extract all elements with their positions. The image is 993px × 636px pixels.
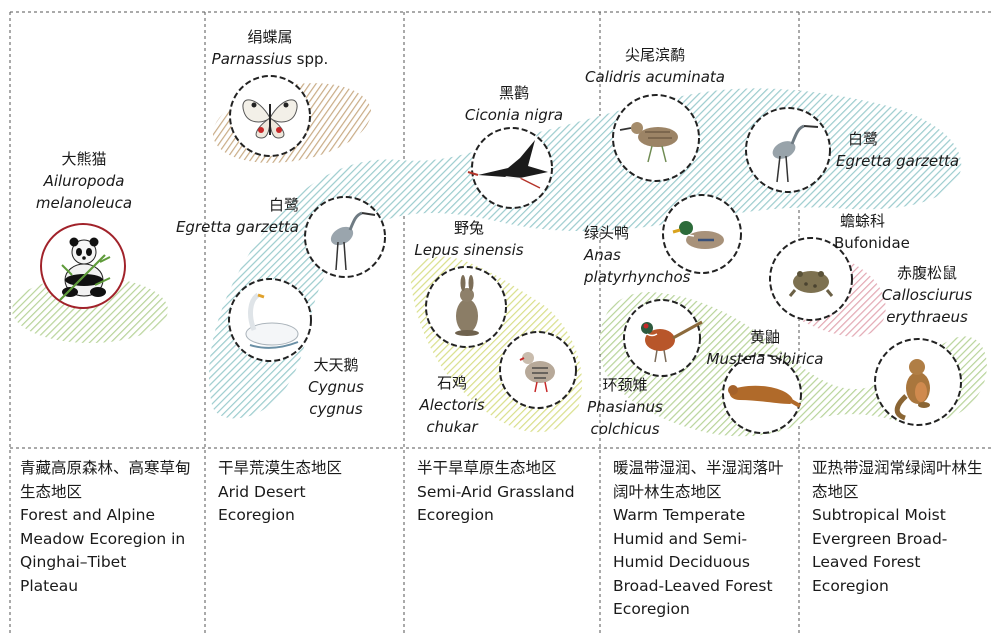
scientific-name: Egretta garzetta <box>836 150 984 172</box>
common-name: 绿头鸭 <box>584 222 656 244</box>
common-name: 赤腹松鼠 <box>872 262 982 284</box>
region-arid-desert: 干旱荒漠生态地区 Arid Desert Ecoregion <box>218 457 398 528</box>
region-qinghai-tibet: 青藏高原森林、高寒草甸生态地区 Forest and Alpine Meadow… <box>20 457 202 598</box>
common-name: 大熊猫 <box>19 148 149 170</box>
common-name: 尖尾滨鹬 <box>575 44 735 66</box>
scientific-name: Mustela sibirica <box>700 348 830 370</box>
scientific-name: Calidris acuminata <box>575 66 735 88</box>
region-warm-temperate: 暖温带湿润、半湿润落叶阔叶林生态地区 Warm Temperate Humid … <box>613 457 793 622</box>
label-sandpiper: 尖尾滨鹬 Calidris acuminata <box>575 44 735 88</box>
spp-suffix: spp. <box>292 50 328 68</box>
label-pheasant: 环颈雉 Phasianus colchicus <box>583 374 667 440</box>
region-name-cn: 亚热带湿润常绿阔叶林生态地区 <box>812 457 990 504</box>
region-name-en: Forest and Alpine Meadow Ecoregion in Qi… <box>20 504 188 598</box>
label-butterfly: 绢蝶属 Parnassius spp. <box>195 26 345 70</box>
region-semi-arid-grassland: 半干旱草原生态地区 Semi-Arid Grassland Ecoregion <box>417 457 597 528</box>
region-name-en: Arid Desert Ecoregion <box>218 481 328 528</box>
common-name: 大天鹅 <box>300 354 372 376</box>
common-name: 黄鼬 <box>700 326 830 348</box>
common-name: 白鹭 <box>836 128 984 150</box>
common-name: 石鸡 <box>412 372 492 394</box>
region-name-cn: 青藏高原森林、高寒草甸生态地区 <box>20 457 202 504</box>
label-panda: 大熊猫 Ailuropoda melanoleuca <box>19 148 149 214</box>
scientific-name: Cygnus cygnus <box>300 376 372 420</box>
common-name: 环颈雉 <box>583 374 667 396</box>
common-name: 白鹭 <box>165 194 299 216</box>
region-name-en: Semi-Arid Grassland Ecoregion <box>417 481 595 528</box>
label-hare: 野兔 Lepus sinensis <box>409 217 529 261</box>
region-name-cn: 半干旱草原生态地区 <box>417 457 597 481</box>
scientific-name: Anas platyrhynchos <box>584 244 656 288</box>
scientific-name: Phasianus colchicus <box>583 396 667 440</box>
label-mallard: 绿头鸭 Anas platyrhynchos <box>584 222 656 288</box>
genus-name: Parnassius <box>212 50 292 68</box>
label-swan: 大天鹅 Cygnus cygnus <box>300 354 372 420</box>
region-name-en: Subtropical Moist Evergreen Broad-Leaved… <box>812 504 972 598</box>
label-stork: 黑鹳 Ciconia nigra <box>450 82 578 126</box>
common-name: 野兔 <box>409 217 529 239</box>
label-partridge: 石鸡 Alectoris chukar <box>412 372 492 438</box>
label-egret-1: 白鹭 Egretta garzetta <box>165 194 299 238</box>
common-name: 蟾蜍科 <box>838 210 918 232</box>
scientific-name: Ciconia nigra <box>450 104 578 126</box>
common-name: 绢蝶属 <box>195 26 345 48</box>
scientific-name: Alectoris chukar <box>412 394 492 438</box>
region-subtropical: 亚热带湿润常绿阔叶林生态地区 Subtropical Moist Evergre… <box>812 457 990 598</box>
scientific-name: Ailuropoda melanoleuca <box>19 170 149 214</box>
label-egret-2: 白鹭 Egretta garzetta <box>836 128 984 172</box>
region-name-cn: 暖温带湿润、半湿润落叶阔叶林生态地区 <box>613 457 793 504</box>
scientific-name: Callosciurus erythraeus <box>872 284 982 328</box>
region-name-en: Warm Temperate Humid and Semi-Humid Deci… <box>613 504 773 622</box>
scientific-name: Parnassius spp. <box>195 48 345 70</box>
scientific-name: Bufonidae <box>834 232 918 254</box>
label-weasel: 黄鼬 Mustela sibirica <box>700 326 830 370</box>
label-squirrel: 赤腹松鼠 Callosciurus erythraeus <box>872 262 982 328</box>
scientific-name: Lepus sinensis <box>409 239 529 261</box>
region-name-cn: 干旱荒漠生态地区 <box>218 457 398 481</box>
scientific-name: Egretta garzetta <box>165 216 299 238</box>
common-name: 黑鹳 <box>450 82 578 104</box>
label-toad: 蟾蜍科 Bufonidae <box>838 210 918 254</box>
